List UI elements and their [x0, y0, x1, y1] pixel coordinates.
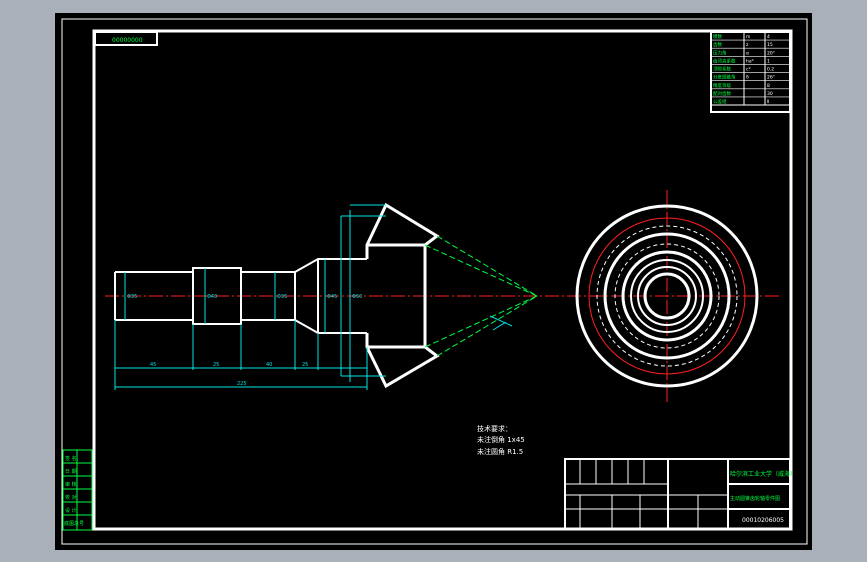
dim-d4: Φ45 [327, 294, 337, 300]
param-cell: 模数 [713, 33, 722, 40]
technical-notes: 技术要求： 未注倒角 1x45 未注圆角 R1.5 [477, 424, 525, 456]
left-stamp-row-1: 签 名 [65, 455, 77, 462]
left-stamp-row-3: 审 核 [65, 481, 77, 488]
param-cell: 配对齿数 [713, 90, 731, 97]
shaft-profile [114, 258, 367, 334]
param-cell: 20° [767, 50, 775, 56]
param-cell: ha* [746, 58, 755, 64]
title-block: 哈尔滨工业大学（威海） 主动圆锥齿轮轴零件图 00010206005 [564, 458, 796, 530]
dim-d3: Φ35 [277, 294, 287, 300]
param-cell: z [746, 43, 749, 48]
param-cell: δ [746, 75, 749, 81]
param-cell: 分度圆锥角 [713, 74, 736, 81]
dim-total: 225 [237, 381, 247, 387]
param-cell: c* [746, 67, 751, 73]
param-cell: 顶隙系数 [713, 66, 731, 73]
param-cell: 0.2 [767, 67, 774, 73]
param-cell: 4 [767, 34, 770, 40]
param-cell: 26° [767, 75, 775, 81]
sheet-outer-frame [61, 18, 808, 545]
left-stamp-row-4: 校 对 [65, 494, 77, 501]
title-school: 哈尔滨工业大学（威海） [730, 470, 796, 478]
param-cell: 压力角 [713, 49, 727, 56]
gear-end-view [575, 204, 759, 388]
param-cell: 公差组 [713, 98, 727, 105]
param-cell: 1 [767, 58, 770, 64]
dim-l1: 45 [150, 362, 156, 368]
left-margin-stamp: 签 名 日 期 审 核 校 对 设 计 底图总号 [62, 449, 93, 531]
param-cell: Ⅱ [767, 99, 769, 105]
param-cell: 15 [767, 42, 773, 48]
left-stamp-row-2: 日 期 [65, 469, 77, 475]
dim-l2: 25 [213, 362, 219, 368]
sheet-inner-frame [92, 29, 793, 531]
param-cell: 8 [767, 83, 770, 89]
notes-heading: 技术要求： [477, 424, 512, 433]
dim-d2: Φ40 [207, 294, 217, 300]
dim-l4: 25 [302, 362, 308, 368]
left-stamp-row-5: 设 计 [65, 507, 77, 514]
title-drawing-number: 00010206005 [742, 517, 784, 524]
dimension-lines [114, 204, 513, 390]
dim-d1: Φ35 [127, 294, 137, 300]
left-stamp-row-6: 底图总号 [64, 520, 84, 527]
drawing-canvas[interactable] [55, 13, 812, 550]
dim-d5: Φ50 [352, 294, 362, 300]
dimension-texts: 45 25 40 25 225 Φ35 Φ40 Φ35 Φ45 Φ50 [127, 294, 362, 387]
gear-parameter-table: 模数 m 4 齿数 z 15 压力角 α 20° 齿顶高系数 ha* 1 顶隙系数 c* 0.2 分度圆锥角 δ… [710, 31, 791, 113]
top-left-stamp: 00000000 [94, 31, 158, 46]
param-cell: 齿顶高系数 [713, 57, 736, 64]
param-cell: 精度等级 [713, 82, 731, 89]
pitch-cone-lines [424, 235, 538, 357]
notes-line-1: 未注倒角 1x45 [477, 435, 525, 444]
stamp-label: 00000000 [112, 37, 143, 44]
notes-line-2: 未注圆角 R1.5 [477, 447, 523, 456]
param-cell: m [746, 35, 750, 40]
dim-l3: 40 [266, 362, 272, 368]
title-part-name: 主动圆锥齿轮轴零件图 [730, 495, 780, 502]
param-cell: α [746, 51, 749, 56]
bevel-gear-head [365, 202, 440, 389]
param-cell: 30 [767, 91, 773, 97]
param-cell: 齿数 [713, 41, 722, 48]
